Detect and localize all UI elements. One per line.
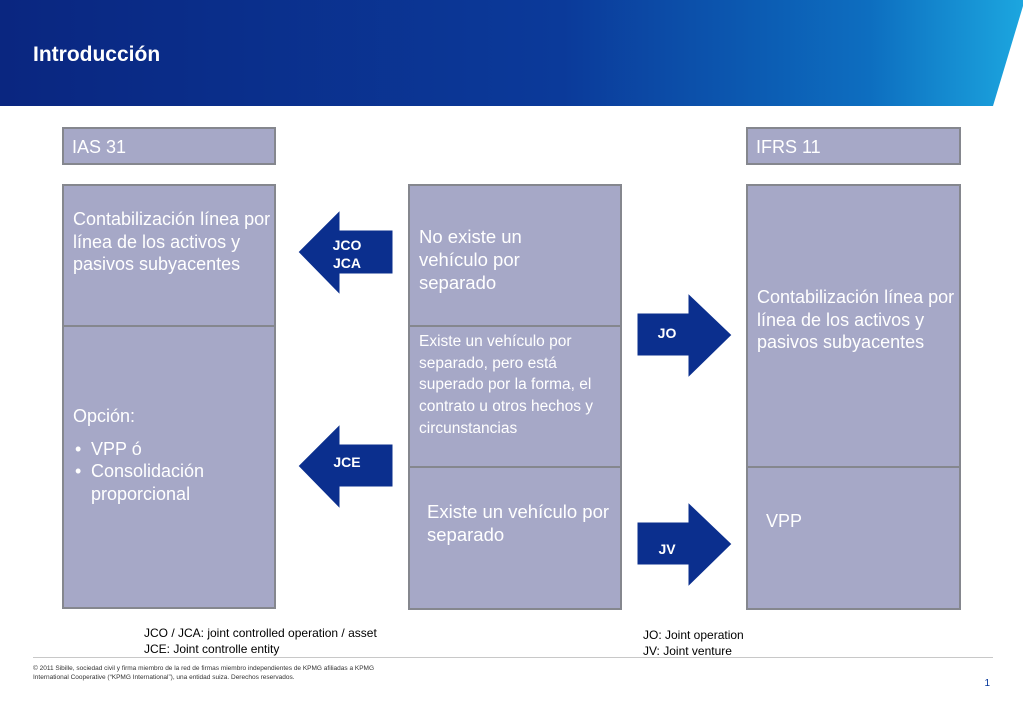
ifrs11-header-box: IFRS 11: [746, 127, 961, 165]
ias31-line-by-line-text: Contabilización línea por línea de los a…: [73, 209, 271, 274]
ias31-label: IAS 31: [72, 137, 127, 157]
abbreviation-note-left: JCO / JCA: joint controlled operation / …: [144, 626, 377, 657]
copyright-line-1: © 2011 Sibille, sociedad civil y firma m…: [33, 665, 375, 672]
jo-label: JO: [657, 325, 677, 341]
copyright-line-2: International Cooperative (“KPMG Interna…: [33, 673, 295, 681]
page-title: Introducción: [33, 43, 161, 66]
header-background: [0, 0, 1023, 106]
vehicle-overridden-text: Existe un vehículo por separado, pero es…: [419, 333, 594, 437]
option-item-vpp: VPP ó: [73, 438, 273, 461]
ias31-option-box: Opción: VPP ó Consolidación proporcional: [62, 325, 276, 609]
option-list: VPP ó Consolidación proporcional: [73, 438, 273, 506]
jce-arrow: [297, 423, 394, 511]
jco-jca-arrow: [297, 208, 394, 297]
jv-arrow: [636, 501, 733, 589]
note-jce: JCE: Joint controlle entity: [144, 641, 280, 656]
ias31-option-content: Opción: VPP ó Consolidación proporcional: [73, 405, 273, 505]
jv-label: JV: [658, 541, 676, 557]
separate-vehicle-text: Existe un vehículo por separado: [427, 501, 610, 546]
option-title: Opción:: [73, 406, 136, 426]
jco-label: JCO: [332, 237, 362, 253]
jce-label: JCE: [333, 454, 361, 470]
footer-divider: [33, 657, 993, 658]
header-banner: Introducción: [0, 0, 1023, 106]
copyright-text: © 2011 Sibille, sociedad civil y firma m…: [33, 665, 413, 683]
ias31-header-box: IAS 31: [62, 127, 276, 165]
note-jo: JO: Joint operation: [643, 628, 744, 642]
abbreviation-note-right: JO: Joint operation JV: Joint venture: [643, 628, 744, 659]
ias31-line-by-line-box: Contabilización línea por línea de los a…: [62, 184, 276, 327]
ifrs11-line-by-line-text: Contabilización línea por línea de los a…: [757, 287, 955, 352]
note-jco-jca: JCO / JCA: joint controlled operation / …: [144, 626, 377, 640]
ifrs11-label: IFRS 11: [756, 137, 821, 157]
ifrs11-line-by-line-box: Contabilización línea por línea de los a…: [746, 184, 961, 468]
jco-jca-label: JCO JCA: [325, 237, 369, 272]
jca-label: JCA: [332, 254, 361, 271]
ifrs11-vpp-text: VPP: [766, 511, 803, 531]
no-vehicle-box: No existe un vehículo por separado: [408, 184, 622, 327]
no-vehicle-text: No existe un vehículo por separado: [419, 226, 522, 294]
jo-arrow: [636, 292, 733, 380]
option-item-consolidacion: Consolidación proporcional: [73, 460, 273, 505]
ifrs11-vpp-box: VPP: [746, 466, 961, 610]
separate-vehicle-box: Existe un vehículo por separado: [408, 466, 622, 610]
note-jv: JV: Joint venture: [643, 643, 732, 658]
page-number: 1: [984, 678, 990, 689]
vehicle-overridden-box: Existe un vehículo por separado, pero es…: [408, 325, 622, 468]
